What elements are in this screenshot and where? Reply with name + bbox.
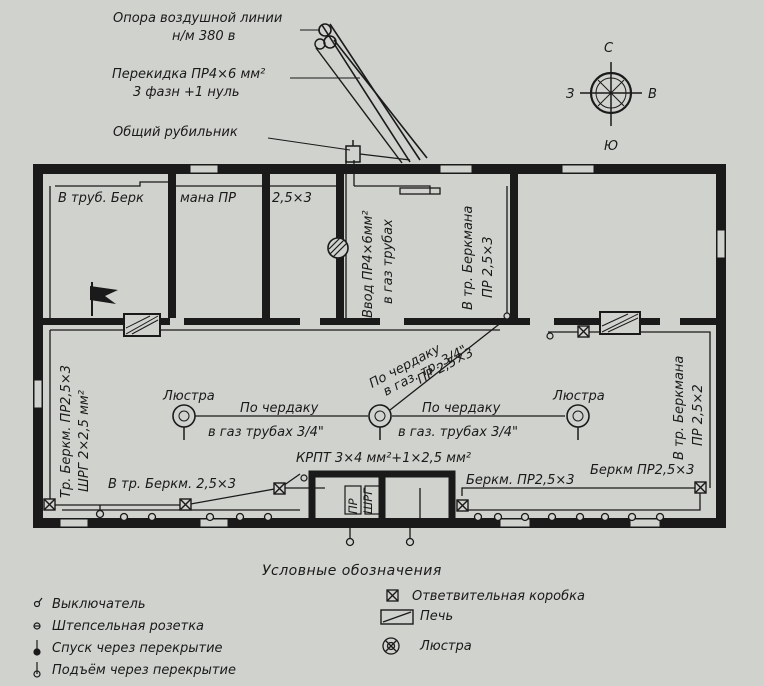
stove-icon bbox=[123, 313, 161, 337]
legend-stove-label: Печь bbox=[420, 609, 453, 624]
pole-label-1: Опора воздушной линии bbox=[113, 11, 282, 26]
legend-socket-icon bbox=[33, 622, 41, 630]
wiring bbox=[49, 160, 711, 540]
legend-chandelier-label: Люстра bbox=[419, 639, 472, 654]
socket-icon bbox=[95, 509, 665, 547]
berkman-top-label-2: ПР 2,5×3 bbox=[481, 236, 496, 298]
building-walls bbox=[33, 164, 726, 528]
room-label-2: мана ПР bbox=[180, 191, 236, 206]
span-label-1: Перекидка ПР4×6 мм² bbox=[112, 67, 265, 82]
flag-icon bbox=[90, 282, 118, 316]
switch-icon bbox=[300, 312, 554, 482]
legend-up-icon bbox=[33, 662, 41, 678]
attic-left-label-2: в газ трубах 3/4" bbox=[208, 425, 324, 440]
room-label-3: 2,5×3 bbox=[272, 191, 312, 206]
left-vertical-label-2: ШРГ 2×2,5 мм² bbox=[77, 390, 92, 492]
room-label-1: В труб. Берк bbox=[58, 191, 144, 206]
left-vertical-label-1: Тр. Беркм. ПР2,5×3 bbox=[59, 365, 74, 498]
bottom-right-label: Беркм ПР2,5×3 bbox=[590, 463, 694, 478]
legend-switch-icon bbox=[33, 597, 43, 608]
chandelier-icon bbox=[566, 404, 590, 440]
span-label-2: 3 фазн +1 нуль bbox=[133, 85, 240, 100]
legend-chandelier-icon bbox=[382, 637, 400, 655]
bottom-left-label: В тр. Беркм. 2,5×3 bbox=[108, 477, 236, 492]
chandelier-label-right: Люстра bbox=[552, 389, 605, 404]
chandelier-label-left: Люстра bbox=[162, 389, 215, 404]
compass bbox=[580, 62, 642, 126]
compass-north: С bbox=[604, 41, 614, 56]
vvod-label-2: в газ трубах bbox=[381, 219, 396, 304]
legend-title: Условные обозначения bbox=[262, 563, 442, 579]
legend-down-icon bbox=[33, 640, 41, 656]
compass-east: В bbox=[648, 87, 657, 102]
krpt-label: КРПТ 3×4 мм²+1×2,5 мм² bbox=[296, 451, 471, 466]
bottom-mid-label: Беркм. ПР2,5×3 bbox=[466, 473, 575, 488]
pole-label-2: н/м 380 в bbox=[172, 29, 235, 44]
vvod-label-1: Ввод ПР4×6мм² bbox=[361, 210, 376, 318]
chandelier-icon bbox=[172, 404, 196, 440]
compass-west: З bbox=[566, 87, 574, 102]
right-vertical-label-2: ПР 2,5×2 bbox=[691, 384, 706, 446]
legend-stove-icon bbox=[380, 609, 414, 625]
legend-socket-label: Штепсельная розетка bbox=[52, 619, 204, 634]
legend-junction-icon bbox=[386, 589, 399, 602]
stove-icon bbox=[599, 311, 641, 335]
chandelier-icon bbox=[368, 404, 392, 440]
legend-down-label: Спуск через перекрытие bbox=[52, 641, 223, 656]
overhead-pole bbox=[290, 23, 428, 164]
junction-box-icon bbox=[43, 325, 707, 512]
attic-left-label-1: По чердаку bbox=[240, 401, 319, 416]
legend-junction-label: Ответвительная коробка bbox=[412, 589, 585, 604]
shrg-label-1: ШРГ bbox=[361, 487, 375, 514]
berkman-top-label-1: В тр. Беркмана bbox=[461, 206, 476, 310]
pr-label-1: ПР bbox=[346, 498, 360, 514]
legend-switch-label: Выключатель bbox=[52, 597, 145, 612]
legend-up-label: Подъём через перекрытие bbox=[52, 663, 236, 678]
right-vertical-label-1: В тр. Беркмана bbox=[672, 356, 687, 460]
attic-right-label-1: По чердаку bbox=[422, 401, 501, 416]
switch-label: Общий рубильник bbox=[113, 125, 238, 140]
compass-south: Ю bbox=[604, 139, 618, 154]
attic-right-label-2: в газ. трубах 3/4" bbox=[398, 425, 518, 440]
meter-icon bbox=[327, 237, 349, 259]
main-switch bbox=[345, 140, 411, 163]
